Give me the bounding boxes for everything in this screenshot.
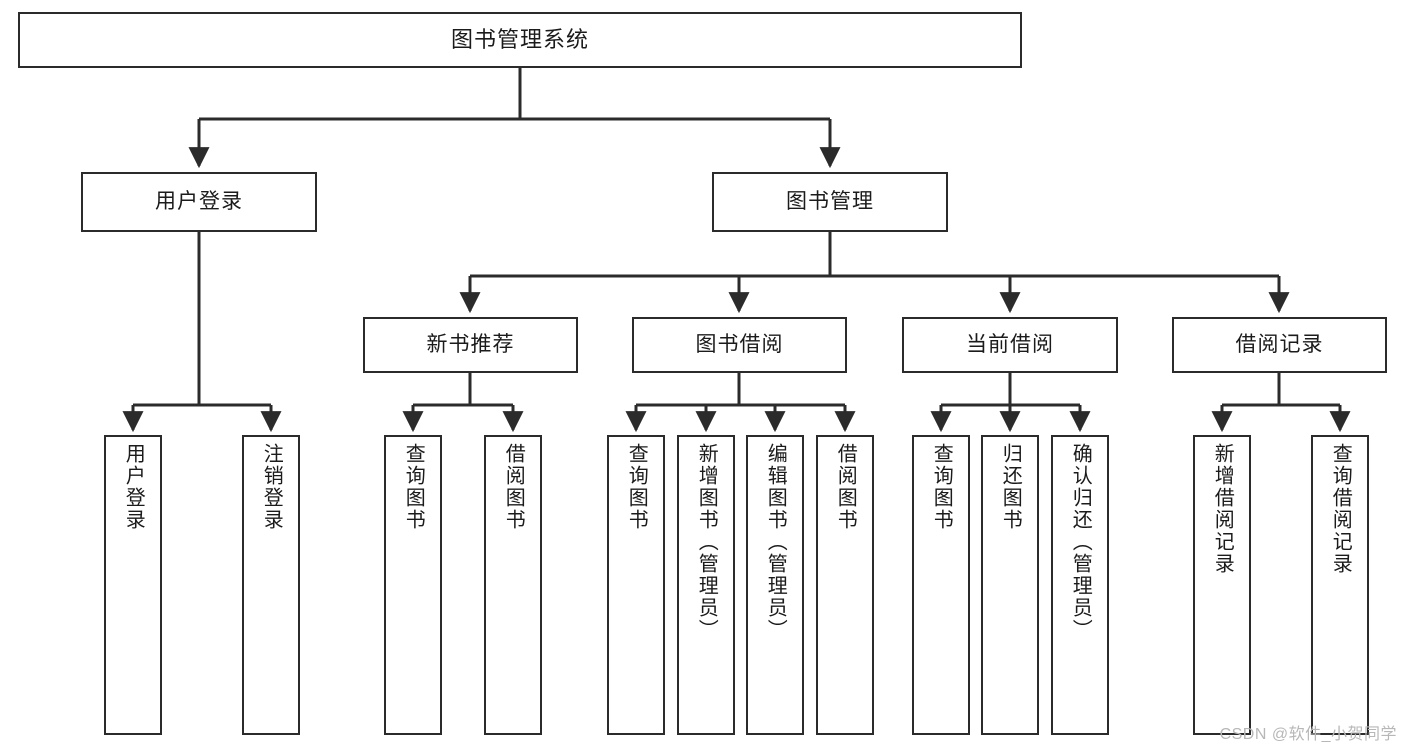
- watermark: CSDN @软件_小贺同学: [1219, 726, 1397, 743]
- leaf-borrow-books-recommendation[interactable]: 借阅图书: [484, 435, 542, 735]
- node-label: 当前借阅: [966, 333, 1054, 357]
- leaf-label: 注销登录: [260, 443, 283, 531]
- node-label: 图书借阅: [695, 333, 784, 357]
- leaf-borrow-books[interactable]: 借阅图书: [816, 435, 874, 735]
- node-label: 图书管理: [786, 190, 874, 214]
- leaf-label: 新增借阅记录: [1211, 443, 1234, 575]
- node-book-borrowing[interactable]: 图书借阅: [632, 317, 847, 373]
- leaf-query-borrow-record[interactable]: 查询借阅记录: [1311, 435, 1369, 735]
- node-user-login[interactable]: 用户登录: [81, 172, 317, 232]
- leaf-query-books-borrowing[interactable]: 查询图书: [607, 435, 665, 735]
- node-book-management[interactable]: 图书管理: [712, 172, 948, 232]
- leaf-label: 借阅图书: [502, 443, 525, 531]
- leaf-label: 查询图书: [625, 443, 648, 531]
- leaf-query-books-current[interactable]: 查询图书: [912, 435, 970, 735]
- node-current-borrowing[interactable]: 当前借阅: [902, 317, 1118, 373]
- leaf-label: 确认归还（管理员）: [1069, 443, 1092, 641]
- leaf-add-book-admin[interactable]: 新增图书（管理员）: [677, 435, 735, 735]
- node-label: 借阅记录: [1235, 333, 1324, 357]
- leaf-user-login[interactable]: 用户登录: [104, 435, 162, 735]
- leaf-label: 用户登录: [122, 443, 145, 531]
- node-label: 用户登录: [155, 190, 243, 214]
- leaf-add-borrow-record[interactable]: 新增借阅记录: [1193, 435, 1251, 735]
- leaf-label: 编辑图书（管理员）: [764, 443, 787, 641]
- leaf-confirm-return-admin[interactable]: 确认归还（管理员）: [1051, 435, 1109, 735]
- node-new-book-recommendation[interactable]: 新书推荐: [363, 317, 578, 373]
- leaf-logout[interactable]: 注销登录: [242, 435, 300, 735]
- node-borrow-records[interactable]: 借阅记录: [1172, 317, 1387, 373]
- node-root-book-management-system[interactable]: 图书管理系统: [18, 12, 1022, 68]
- leaf-label: 查询借阅记录: [1329, 443, 1352, 575]
- leaf-query-books-recommendation[interactable]: 查询图书: [384, 435, 442, 735]
- leaf-return-books[interactable]: 归还图书: [981, 435, 1039, 735]
- leaf-label: 查询图书: [402, 443, 425, 531]
- leaf-edit-book-admin[interactable]: 编辑图书（管理员）: [746, 435, 804, 735]
- node-label: 新书推荐: [426, 333, 515, 357]
- leaf-label: 查询图书: [930, 443, 953, 531]
- leaf-label: 借阅图书: [834, 443, 857, 531]
- leaf-label: 新增图书（管理员）: [695, 443, 718, 641]
- node-label: 图书管理系统: [450, 26, 589, 52]
- leaf-label: 归还图书: [999, 443, 1022, 531]
